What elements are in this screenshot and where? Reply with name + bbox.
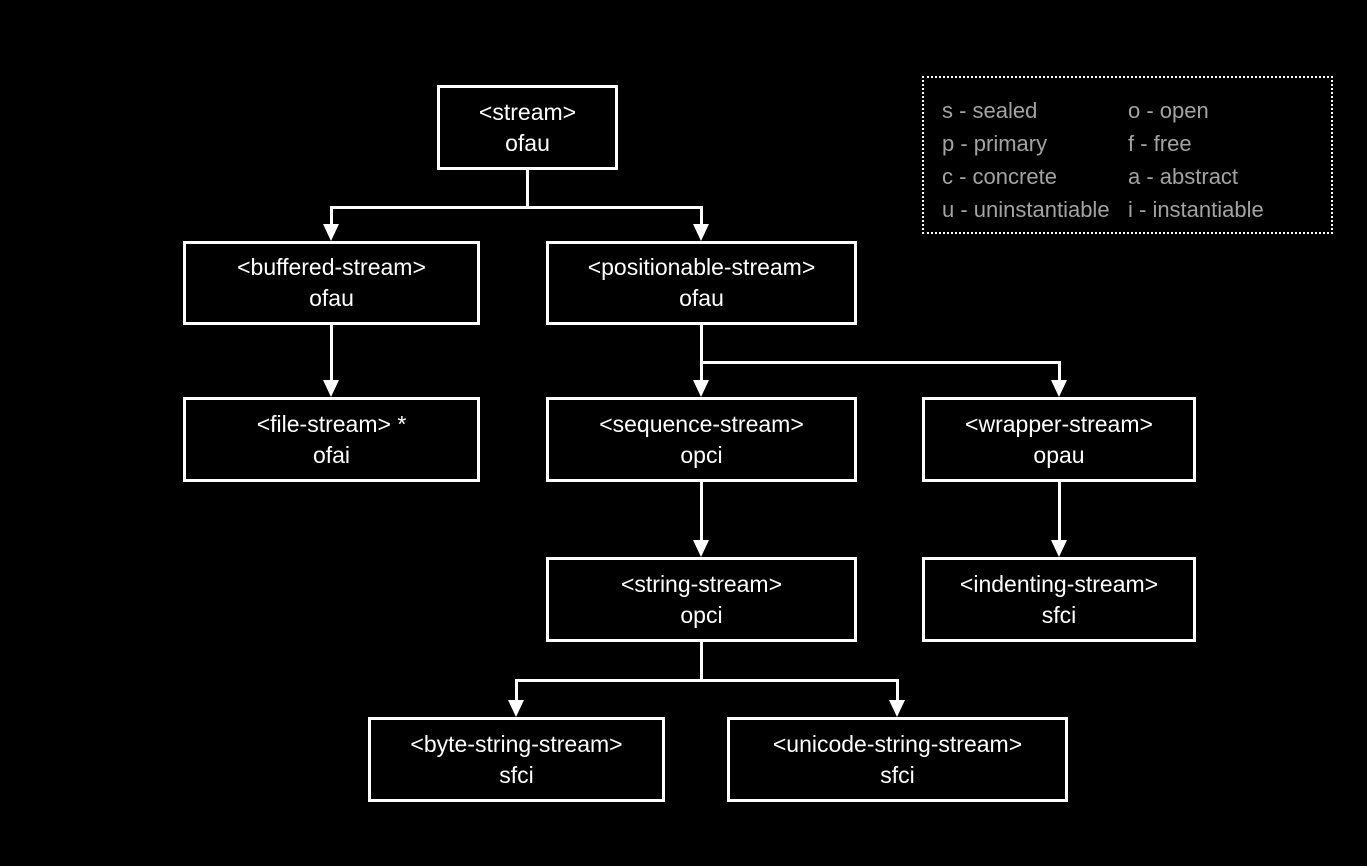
- edge-segment: [330, 206, 703, 209]
- edge-segment: [700, 642, 703, 682]
- node-buffered-stream: <buffered-stream> ofau: [183, 241, 480, 325]
- arrowhead: [889, 700, 905, 717]
- legend-item-free: f - free: [1128, 131, 1192, 156]
- node-unicode-string-stream: <unicode-string-stream> sfci: [727, 717, 1068, 802]
- edge-segment: [515, 679, 518, 701]
- node-label: <unicode-string-stream>: [772, 730, 1023, 757]
- edge-segment: [700, 206, 703, 225]
- node-label: <string-stream>: [620, 570, 783, 597]
- legend-item-instantiable: i - instantiable: [1128, 197, 1264, 222]
- node-modifiers: sfci: [880, 761, 915, 788]
- legend-item-open: o - open: [1128, 98, 1209, 123]
- edge-segment: [700, 482, 703, 541]
- legend: s - sealed o - open p - primary f - free…: [922, 76, 1333, 234]
- legend-grid: s - sealed o - open p - primary f - free…: [924, 78, 1331, 226]
- legend-item-sealed: s - sealed: [942, 98, 1038, 123]
- edge-segment: [515, 679, 899, 682]
- edge-segment: [700, 361, 1061, 364]
- edge-segment: [526, 170, 529, 209]
- node-label: <stream>: [478, 98, 577, 125]
- edge-segment: [330, 325, 333, 381]
- edge-segment: [1058, 361, 1061, 381]
- legend-item-primary: p - primary: [942, 131, 1048, 156]
- arrowhead: [508, 700, 524, 717]
- node-string-stream: <string-stream> opci: [546, 557, 857, 642]
- node-byte-string-stream: <byte-string-stream> sfci: [368, 717, 665, 802]
- node-modifiers: ofau: [309, 285, 354, 311]
- node-modifiers: opau: [1033, 441, 1085, 468]
- node-label: <byte-string-stream>: [410, 730, 623, 757]
- node-sequence-stream: <sequence-stream> opci: [546, 397, 857, 482]
- node-modifiers: ofau: [679, 285, 724, 311]
- node-label: <wrapper-stream>: [965, 410, 1153, 437]
- node-modifiers: opci: [680, 601, 723, 628]
- node-file-stream: <file-stream> * ofai: [183, 397, 480, 482]
- node-label: <positionable-stream>: [587, 254, 816, 280]
- legend-item-uninstantiable: u - uninstantiable: [942, 197, 1110, 222]
- node-positionable-stream: <positionable-stream> ofau: [546, 241, 857, 325]
- node-modifiers: ofai: [312, 441, 351, 468]
- node-label: <file-stream> *: [256, 410, 407, 437]
- node-modifiers: ofau: [505, 129, 550, 156]
- arrowhead: [693, 224, 709, 241]
- edge-segment: [700, 325, 703, 381]
- arrowhead: [693, 540, 709, 557]
- node-modifiers: opci: [680, 441, 723, 468]
- node-modifiers: sfci: [499, 761, 534, 788]
- node-label: <buffered-stream>: [237, 254, 426, 280]
- node-indenting-stream: <indenting-stream> sfci: [922, 557, 1196, 642]
- node-modifiers: sfci: [1041, 601, 1077, 628]
- arrowhead: [323, 380, 339, 397]
- edge-segment: [896, 679, 899, 701]
- node-stream: <stream> ofau: [437, 85, 618, 170]
- arrowhead: [693, 380, 709, 397]
- arrowhead: [323, 224, 339, 241]
- arrowhead: [1051, 540, 1067, 557]
- legend-item-abstract: a - abstract: [1128, 164, 1239, 189]
- node-label: <sequence-stream>: [599, 410, 804, 437]
- legend-item-concrete: c - concrete: [942, 164, 1057, 189]
- node-label: <indenting-stream>: [959, 570, 1159, 597]
- edge-segment: [1058, 482, 1061, 541]
- arrowhead: [1051, 380, 1067, 397]
- edge-segment: [330, 206, 333, 225]
- node-wrapper-stream: <wrapper-stream> opau: [922, 397, 1196, 482]
